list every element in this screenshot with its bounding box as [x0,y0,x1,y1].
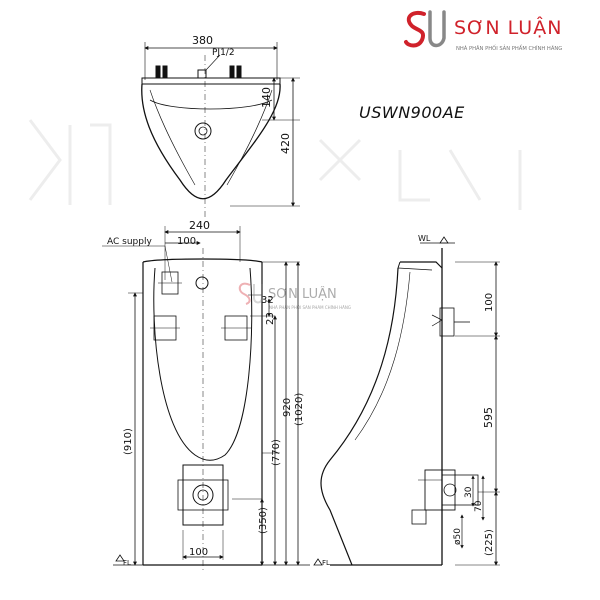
background-watermark [28,119,522,210]
dim-240: 240 [189,219,210,232]
side-dim-595: 595 [482,407,495,428]
front-view [102,226,323,572]
side-view [320,236,500,566]
dim-910: (910) [123,428,134,455]
top-width-dim: 380 [192,34,213,47]
dim-920: 920 [282,398,293,417]
brand-name: SƠN LUẬN [454,17,563,39]
side-dim-30: 30 [464,486,474,498]
dim-770: (770) [271,439,282,466]
center-watermark [238,282,263,305]
dim-100-top: 100 [177,236,196,247]
side-dim-100: 100 [484,293,495,312]
dim-23: 23 [265,312,276,325]
brand-tagline: NHÀ PHÂN PHỐI SẢN PHẨM CHÍNH HÃNG [456,46,563,52]
side-dim-225: (225) [484,529,495,556]
dim-32: 32 [261,295,274,306]
dim-420: 420 [279,133,292,154]
front-fl-label: FL [123,559,131,567]
pipe-thread-label: PJ1/2 [212,48,235,58]
dim-350: (350) [258,507,269,534]
watermark-tagline: NHÀ PHÂN PHỐI SẢN PHẨM CHÍNH HÃNG [269,305,351,310]
ac-supply-label: AC supply [107,237,152,247]
brand-logo-icon [404,10,446,48]
mid-fl-label: FL [322,559,330,567]
top-view [141,42,300,218]
dim-1020: (1020) [294,393,305,426]
brand-logo: SƠN LUẬN NHÀ PHÂN PHỐI SẢN PHẨM CHÍNH HÃ… [398,8,594,58]
dim-100-bottom: 100 [189,547,208,558]
side-dim-50: ø50 [453,528,463,545]
wl-label: WL [418,234,431,243]
watermark-name: SƠN LUẬN [268,286,337,302]
side-dim-70: 70 [474,500,484,512]
dim-140: 140 [260,87,273,108]
model-number: USWN900AE [359,103,465,122]
